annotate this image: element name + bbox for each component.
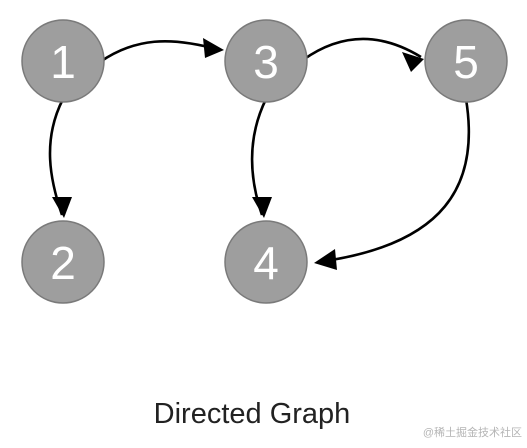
arrowhead-1-to-2	[52, 197, 72, 218]
arrowhead-3-to-5	[402, 52, 424, 72]
node-5-label: 5	[453, 36, 479, 88]
node-2: 2	[21, 220, 105, 304]
watermark: @稀土掘金技术社区	[423, 425, 522, 439]
node-4-label: 4	[253, 237, 279, 289]
node-4-circle	[224, 220, 308, 304]
node-3-label: 3	[253, 36, 279, 88]
edge-5-to-4	[317, 98, 471, 264]
node-5: 5	[424, 19, 508, 103]
node-1: 1	[21, 19, 105, 103]
node-5-circle	[424, 19, 508, 103]
node-4: 4	[224, 220, 308, 304]
arrowhead-layer	[52, 38, 424, 270]
node-3-circle	[224, 19, 308, 103]
arrowhead-5-to-4	[314, 249, 337, 270]
node-3: 3	[224, 19, 308, 103]
diagram-caption: Directed Graph	[154, 398, 351, 430]
edge-3-to-5	[302, 37, 422, 62]
arrowhead-3-to-4	[252, 197, 272, 218]
node-1-label: 1	[50, 36, 76, 88]
node-2-label: 2	[50, 237, 76, 289]
node-1-circle	[21, 19, 105, 103]
arrowhead-1-to-3	[203, 38, 224, 58]
edge-1-to-3	[99, 39, 221, 64]
node-2-circle	[21, 220, 105, 304]
